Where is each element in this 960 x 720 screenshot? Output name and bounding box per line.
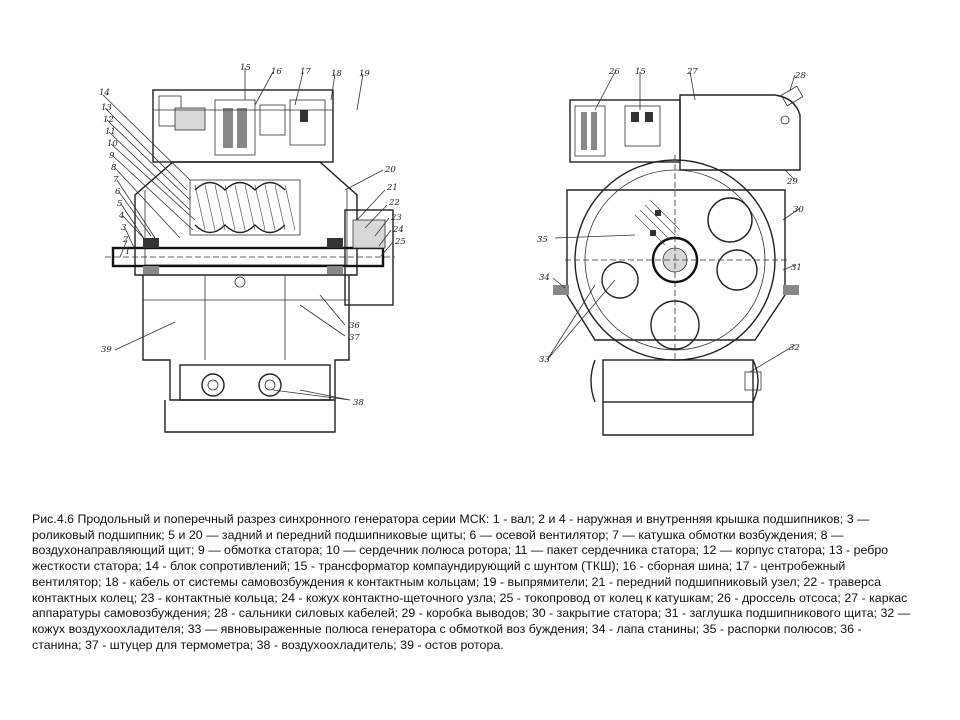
figure-caption: Рис.4.6 Продольный и поперечный разрез с… — [32, 512, 911, 652]
callout-label: 22 — [388, 198, 400, 208]
callout-label: 37 — [349, 333, 360, 343]
callout-label: 19 — [359, 69, 370, 79]
callout-label: 30 — [793, 205, 804, 215]
callout-label: 29 — [786, 177, 798, 187]
callout-label: 18 — [331, 69, 342, 79]
callout-label: 7 — [113, 175, 119, 185]
callout-label: 14 — [99, 88, 110, 98]
callout-label: 27 — [686, 67, 698, 77]
callout-label: 1 — [125, 247, 130, 257]
callout-label: 5 — [117, 199, 122, 209]
callout-label: 15 — [635, 67, 646, 77]
callout-label: 35 — [537, 235, 548, 245]
longitudinal-section: 14 13 12 11 10 9 8 7 6 5 4 3 2 1 15 16 1… — [99, 63, 406, 433]
callout-label: 3 — [121, 223, 126, 233]
callout-label: 12 — [103, 115, 114, 125]
callout-label: 34 — [539, 273, 550, 283]
stator-winding-hatch — [194, 184, 296, 231]
callout-label: 6 — [115, 187, 121, 197]
callout-label: 21 — [386, 183, 398, 193]
callout-label: 20 — [384, 165, 396, 175]
callout-label: 10 — [107, 139, 118, 149]
callout-label: 28 — [794, 71, 806, 81]
callout-label: 23 — [390, 213, 402, 223]
callout-label: 16 — [271, 67, 282, 77]
callout-label: 13 — [101, 103, 112, 113]
callout-label: 8 — [111, 163, 117, 173]
callout-label: 38 — [353, 398, 364, 408]
callout-label: 15 — [240, 63, 251, 73]
callout-label: 24 — [392, 225, 404, 235]
generator-drawing: 14 13 12 11 10 9 8 7 6 5 4 3 2 1 15 16 1… — [99, 63, 806, 436]
callout-label: 31 — [791, 263, 802, 273]
callout-label: 17 — [300, 67, 311, 77]
callout-label: 4 — [118, 211, 124, 221]
callout-label: 2 — [122, 235, 128, 245]
callout-label: 33 — [539, 355, 550, 365]
callout-label: 36 — [349, 321, 360, 331]
callout-label: 32 — [789, 343, 800, 353]
callout-label: 26 — [608, 67, 620, 77]
callout-label: 9 — [109, 151, 115, 161]
cross-section: 26 15 27 28 29 30 35 34 31 33 32 — [537, 67, 806, 436]
callout-label: 39 — [101, 345, 112, 355]
callout-label: 25 — [394, 237, 406, 247]
callout-label: 11 — [105, 127, 116, 137]
generator-cross-section-figure: 14 13 12 11 10 9 8 7 6 5 4 3 2 1 15 16 1… — [95, 60, 875, 500]
